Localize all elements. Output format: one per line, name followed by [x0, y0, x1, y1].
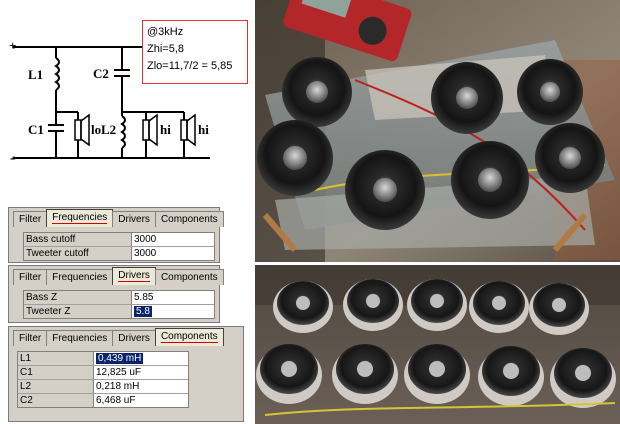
tweeter-cutoff-field[interactable]: 3000	[132, 247, 214, 260]
tab-drivers[interactable]: Drivers	[112, 330, 156, 346]
tweeter-z-label: Tweeter Z	[24, 305, 132, 318]
bass-cutoff-label: Bass cutoff	[24, 233, 132, 246]
l1-label: L1	[28, 67, 43, 82]
driver-group-top	[257, 57, 605, 230]
tab-frequencies[interactable]: Frequencies	[46, 269, 114, 285]
bass-z-field[interactable]: 5.85	[132, 291, 214, 304]
l1-component-field[interactable]: 0,439 mH	[94, 352, 188, 365]
l2-label: L2	[101, 122, 116, 137]
c1-component-label: C1	[18, 366, 94, 379]
tab-drivers[interactable]: Drivers	[112, 211, 156, 227]
c1-label: C1	[28, 122, 44, 137]
table-row: L1 0,439 mH	[18, 352, 188, 366]
table-row: Bass cutoff 3000	[24, 233, 214, 247]
l2-component-field[interactable]: 0,218 mH	[94, 380, 188, 393]
tab-frequencies-label: Frequencies	[52, 212, 108, 224]
lo-label: lo	[91, 122, 101, 137]
bass-z-label: Bass Z	[24, 291, 132, 304]
tab-frequencies[interactable]: Frequencies	[46, 330, 114, 346]
drivers-panel: Filter Frequencies Drivers Components Ba…	[8, 265, 224, 323]
driver-rows	[256, 279, 616, 408]
l2-component-label: L2	[18, 380, 94, 393]
frequencies-panel: Filter Frequencies Drivers Components Ba…	[8, 207, 224, 263]
tab-components[interactable]: Components	[154, 211, 224, 227]
positive-terminal-label: +	[9, 38, 16, 53]
table-row: Tweeter Z 5.8	[24, 305, 214, 318]
table-row: Bass Z 5.85	[24, 291, 214, 305]
tab-drivers-label: Drivers	[118, 270, 150, 282]
tab-strip: Filter Frequencies Drivers Components	[13, 209, 224, 227]
hi-label-1: hi	[160, 122, 171, 137]
tab-filter[interactable]: Filter	[13, 269, 48, 285]
tab-components[interactable]: Components	[154, 328, 224, 346]
components-grid: L1 0,439 mH C1 12,825 uF L2 0,218 mH C2 …	[17, 351, 189, 408]
tab-frequencies[interactable]: Frequencies	[46, 209, 114, 227]
impedance-calc-box: @3kHz Zhi=5,8 Zlo=11,7/2 = 5,85	[142, 20, 248, 84]
tweeter-z-field[interactable]: 5.8	[132, 305, 214, 318]
tab-components[interactable]: Components	[154, 269, 224, 285]
tab-filter[interactable]: Filter	[13, 330, 48, 346]
tab-strip: Filter Frequencies Drivers Components	[13, 267, 224, 285]
speaker-rig-photo	[255, 0, 620, 262]
l1-component-value: 0,439 mH	[96, 353, 144, 364]
tab-filter[interactable]: Filter	[13, 211, 48, 227]
calc-line-zlo: Zlo=11,7/2 = 5,85	[147, 60, 233, 72]
negative-terminal-label: -	[10, 150, 14, 165]
l1-component-label: L1	[18, 352, 94, 365]
tab-strip: Filter Frequencies Drivers Components	[13, 328, 224, 346]
table-row: C2 6,468 uF	[18, 394, 188, 407]
calc-line-frequency: @3kHz	[147, 26, 184, 38]
drivers-array-photo	[255, 265, 620, 424]
tab-drivers[interactable]: Drivers	[112, 267, 156, 285]
table-row: C1 12,825 uF	[18, 366, 188, 380]
tab-components-label: Components	[160, 331, 218, 343]
bass-cutoff-field[interactable]: 3000	[132, 233, 214, 246]
table-row: L2 0,218 mH	[18, 380, 188, 394]
table-row: Tweeter cutoff 3000	[24, 247, 214, 260]
hi-label-2: hi	[198, 122, 209, 137]
c2-component-field[interactable]: 6,468 uF	[94, 394, 188, 407]
c2-component-label: C2	[18, 394, 94, 407]
frequencies-grid: Bass cutoff 3000 Tweeter cutoff 3000	[23, 232, 215, 261]
components-panel: Filter Frequencies Drivers Components L1…	[8, 326, 244, 422]
tweeter-z-value: 5.8	[134, 306, 152, 317]
c2-label: C2	[93, 66, 109, 81]
crossover-schematic: + - L1 C2 C1 L2 lo hi hi	[9, 38, 210, 165]
calc-line-zhi: Zhi=5,8	[147, 43, 184, 55]
tweeter-cutoff-label: Tweeter cutoff	[24, 247, 132, 260]
drivers-grid: Bass Z 5.85 Tweeter Z 5.8	[23, 290, 215, 319]
c1-component-field[interactable]: 12,825 uF	[94, 366, 188, 379]
